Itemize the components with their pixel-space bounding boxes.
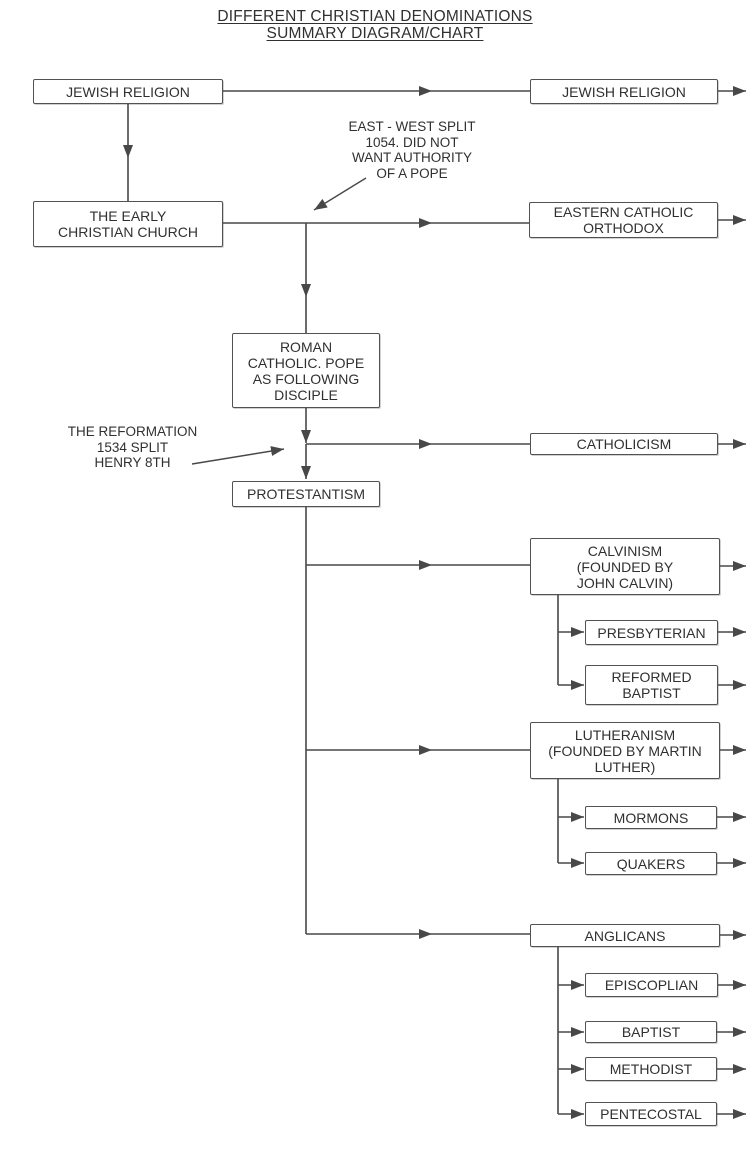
- node-mormons: MORMONS: [585, 806, 717, 829]
- node-label: ROMAN CATHOLIC. POPE AS FOLLOWING DISCIP…: [247, 338, 365, 403]
- node-label: THE EARLY CHRISTIAN CHURCH: [58, 208, 198, 240]
- node-label: LUTHERANISM (FOUNDED BY MARTIN LUTHER): [548, 726, 702, 775]
- east-west-split-arrow: [313, 177, 367, 211]
- annotation-east-west-split: EAST - WEST SPLIT 1054. DID NOT WANT AUT…: [348, 119, 476, 181]
- node-label: REFORMED BAPTIST: [611, 669, 692, 701]
- node-baptist: BAPTIST: [585, 1021, 717, 1043]
- node-quakers: QUAKERS: [585, 852, 717, 875]
- page-title: DIFFERENT CHRISTIAN DENOMINATIONS SUMMAR…: [0, 8, 750, 42]
- node-label: BAPTIST: [621, 1024, 681, 1040]
- node-calvinism: CALVINISM (FOUNDED BY JOHN CALVIN): [530, 538, 720, 595]
- node-presbyterian: PRESBYTERIAN: [585, 620, 718, 645]
- node-label: CATHOLICISM: [576, 436, 672, 452]
- node-label: PENTECOSTAL: [600, 1106, 702, 1122]
- node-early-christian-church: THE EARLY CHRISTIAN CHURCH: [33, 201, 223, 247]
- node-label: JEWISH RELIGION: [562, 83, 686, 100]
- page-title-line1: DIFFERENT CHRISTIAN DENOMINATIONS: [217, 8, 533, 25]
- annotation-reformation: THE REFORMATION 1534 SPLIT HENRY 8TH: [67, 424, 198, 470]
- node-label: QUAKERS: [616, 855, 686, 872]
- node-label: ANGLICANS: [584, 927, 666, 944]
- node-eastern-catholic-orthodox: EASTERN CATHOLIC ORTHODOX: [529, 202, 718, 238]
- node-label: EPISCOPLIAN: [604, 977, 699, 993]
- node-catholicism: CATHOLICISM: [530, 433, 718, 455]
- node-pentecostal: PENTECOSTAL: [585, 1102, 717, 1126]
- page-title-line2: SUMMARY DIAGRAM/CHART: [266, 25, 484, 42]
- node-methodist: METHODIST: [585, 1057, 717, 1081]
- node-roman-catholic: ROMAN CATHOLIC. POPE AS FOLLOWING DISCIP…: [232, 333, 380, 408]
- node-label: MORMONS: [613, 809, 689, 826]
- node-label: EASTERN CATHOLIC ORTHODOX: [553, 204, 694, 236]
- node-label: PROTESTANTISM: [247, 486, 365, 502]
- node-episcoplian: EPISCOPLIAN: [585, 973, 718, 997]
- node-label: JEWISH RELIGION: [66, 83, 190, 100]
- node-label: PRESBYTERIAN: [597, 624, 706, 641]
- node-protestantism: PROTESTANTISM: [232, 481, 380, 507]
- node-jewish-religion-source: JEWISH RELIGION: [33, 79, 223, 104]
- node-jewish-religion-result: JEWISH RELIGION: [530, 79, 718, 104]
- node-label: CALVINISM (FOUNDED BY JOHN CALVIN): [576, 542, 674, 591]
- node-label: METHODIST: [609, 1061, 693, 1077]
- node-anglicans: ANGLICANS: [530, 924, 720, 947]
- node-lutheranism: LUTHERANISM (FOUNDED BY MARTIN LUTHER): [530, 722, 720, 779]
- node-reformed-baptist: REFORMED BAPTIST: [585, 665, 718, 705]
